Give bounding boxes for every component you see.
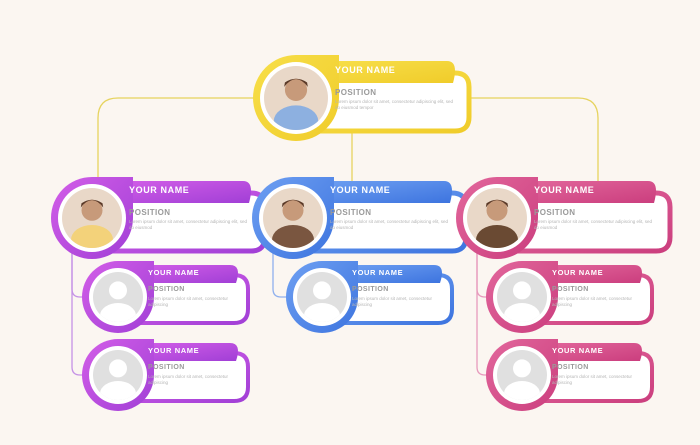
person-description: Lorem ipsum dolor sit amet, consectetur …: [552, 374, 633, 385]
name-header-band: [536, 343, 642, 361]
org-node-right-sub-1[interactable]: YOUR NAME POSITION Lorem ipsum dolor sit a…: [486, 261, 654, 333]
name-header-band: [317, 61, 455, 83]
connector-line: [476, 246, 492, 376]
org-node-left-sub-1[interactable]: YOUR NAME POSITION Lorem ipsum dolor sit a…: [82, 261, 250, 333]
connector-line: [71, 246, 88, 376]
person-position: POSITION: [148, 364, 185, 371]
name-header-band: [132, 343, 238, 361]
person-name[interactable]: YOUR NAME: [552, 346, 604, 355]
name-header-band: [111, 181, 251, 203]
person-description: Lorem ipsum dolor sit amet, consectetur …: [148, 374, 229, 385]
person-description: Lorem ipsum dolor sit amet, consectetur …: [534, 219, 653, 230]
person-position: POSITION: [330, 208, 372, 217]
person-name[interactable]: YOUR NAME: [534, 185, 595, 195]
person-description: Lorem ipsum dolor sit amet, consectetur …: [330, 219, 449, 230]
person-name[interactable]: YOUR NAME: [148, 346, 200, 355]
org-node-left-head[interactable]: YOUR NAME POSITION Lorem ipsum dolor sit a…: [51, 177, 268, 259]
org-node-right-head[interactable]: YOUR NAME POSITION Lorem ipsum dolor sit a…: [456, 177, 673, 259]
card-outline: [538, 273, 654, 325]
card-outline: [338, 273, 454, 325]
card-outline: [517, 190, 673, 254]
person-name[interactable]: YOUR NAME: [552, 268, 604, 277]
person-position: POSITION: [552, 286, 589, 293]
person-position: POSITION: [352, 286, 389, 293]
person-name[interactable]: YOUR NAME: [352, 268, 404, 277]
person-description: Lorem ipsum dolor sit amet, consectetur …: [352, 296, 433, 307]
connector-line: [426, 97, 599, 183]
person-description: Lorem ipsum dolor sit amet, consectetur …: [129, 219, 248, 230]
person-position: POSITION: [552, 364, 589, 371]
person-position: POSITION: [534, 208, 576, 217]
org-node-mid-head[interactable]: YOUR NAME POSITION Lorem ipsum dolor sit a…: [252, 177, 469, 259]
connector-line: [97, 97, 266, 183]
person-description: Lorem ipsum dolor sit amet, consectetur …: [552, 296, 633, 307]
connector-line: [272, 246, 292, 298]
card-outline: [134, 273, 250, 325]
person-position: POSITION: [129, 208, 171, 217]
org-node-right-sub-2[interactable]: YOUR NAME POSITION Lorem ipsum dolor sit a…: [486, 339, 654, 411]
person-description: Lorem ipsum dolor sit amet, consectetur …: [148, 296, 229, 307]
name-header-band: [536, 265, 642, 283]
name-header-band: [132, 265, 238, 283]
person-name[interactable]: YOUR NAME: [129, 185, 190, 195]
person-description: Lorem ipsum dolor sit amet, consectetur …: [335, 99, 454, 110]
org-node-left-sub-2[interactable]: YOUR NAME POSITION Lorem ipsum dolor sit a…: [82, 339, 250, 411]
card-outline: [134, 351, 250, 403]
name-header-band: [312, 181, 452, 203]
name-header-band: [516, 181, 656, 203]
card-outline: [318, 70, 472, 134]
person-name[interactable]: YOUR NAME: [330, 185, 391, 195]
org-node-mid-sub-1[interactable]: YOUR NAME POSITION Lorem ipsum dolor sit a…: [286, 261, 454, 333]
person-name[interactable]: YOUR NAME: [148, 268, 200, 277]
name-header-band: [336, 265, 442, 283]
person-position: POSITION: [335, 88, 377, 97]
card-outline: [538, 351, 654, 403]
person-position: POSITION: [148, 286, 185, 293]
person-name[interactable]: YOUR NAME: [335, 65, 396, 75]
org-node-ceo[interactable]: YOUR NAME POSITION Lorem ipsum dolor sit a…: [253, 55, 472, 141]
